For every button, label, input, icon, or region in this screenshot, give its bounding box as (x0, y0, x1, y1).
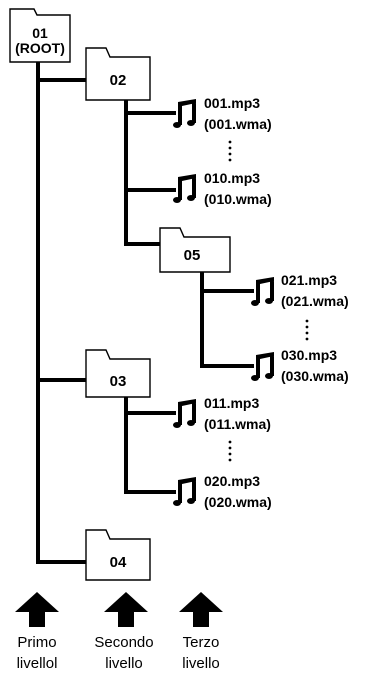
folder-icon (85, 349, 151, 398)
folder-03: 03 (85, 349, 151, 398)
root-folder-caption: (ROOT) (15, 40, 65, 56)
folder-icon (85, 47, 151, 101)
level-labels: Primo livellol Secondo livello Terzo liv… (17, 634, 220, 672)
level-3-label-line2: livello (182, 655, 220, 672)
level-2-label-line1: Secondo (94, 634, 153, 651)
folder-icon (85, 529, 151, 581)
file-alt-name: (021.wma) (281, 293, 349, 309)
folder-02-label: 02 (110, 72, 127, 89)
tree-connectors (36, 60, 254, 564)
arrow-up-icon (179, 592, 223, 627)
file-name: 030.mp3 (281, 347, 337, 363)
folder-03-label: 03 (110, 373, 127, 390)
music-note-icon (173, 99, 196, 128)
root-folder-number: 01 (32, 25, 48, 41)
folder-04-label: 04 (110, 554, 127, 571)
music-note-icon (251, 277, 274, 306)
file-name: 020.mp3 (204, 473, 260, 489)
root-folder: 01 (ROOT) (9, 8, 71, 63)
file-alt-name: (020.wma) (204, 494, 272, 510)
level-3-label-line1: Terzo (183, 634, 220, 651)
level-1-label-line1: Primo (17, 634, 56, 651)
ellipsis-dots (228, 140, 309, 462)
file-020: 020.mp3 (020.wma) (173, 473, 272, 510)
music-note-icon (173, 477, 196, 506)
folder-icon (9, 8, 71, 63)
file-alt-name: (010.wma) (204, 191, 272, 207)
file-name: 011.mp3 (204, 395, 259, 411)
music-note-icon (251, 352, 274, 381)
folder-05-label: 05 (184, 247, 201, 264)
file-alt-name: (001.wma) (204, 116, 272, 132)
level-1-label-line2: livellol (17, 655, 58, 672)
file-010: 010.mp3 (010.wma) (173, 170, 272, 207)
file-021: 021.mp3 (021.wma) (251, 272, 349, 309)
folder-04: 04 (85, 529, 151, 581)
arrow-up-icon (104, 592, 148, 627)
level-arrows (15, 592, 223, 627)
file-011: 011.mp3 (011.wma) (173, 395, 271, 432)
file-name: 021.mp3 (281, 272, 337, 288)
file-001: 001.mp3 (001.wma) (173, 95, 272, 132)
music-note-icon (173, 399, 196, 428)
file-name: 001.mp3 (204, 95, 260, 111)
arrow-up-icon (15, 592, 59, 627)
folder-05: 05 (159, 227, 231, 273)
folder-02: 02 (85, 47, 151, 101)
file-030: 030.mp3 (030.wma) (251, 347, 349, 384)
file-name: 010.mp3 (204, 170, 260, 186)
file-alt-name: (011.wma) (204, 416, 271, 432)
folder-icon (159, 227, 231, 273)
file-alt-name: (030.wma) (281, 368, 349, 384)
level-2-label-line2: livello (105, 655, 143, 672)
music-note-icon (173, 174, 196, 203)
